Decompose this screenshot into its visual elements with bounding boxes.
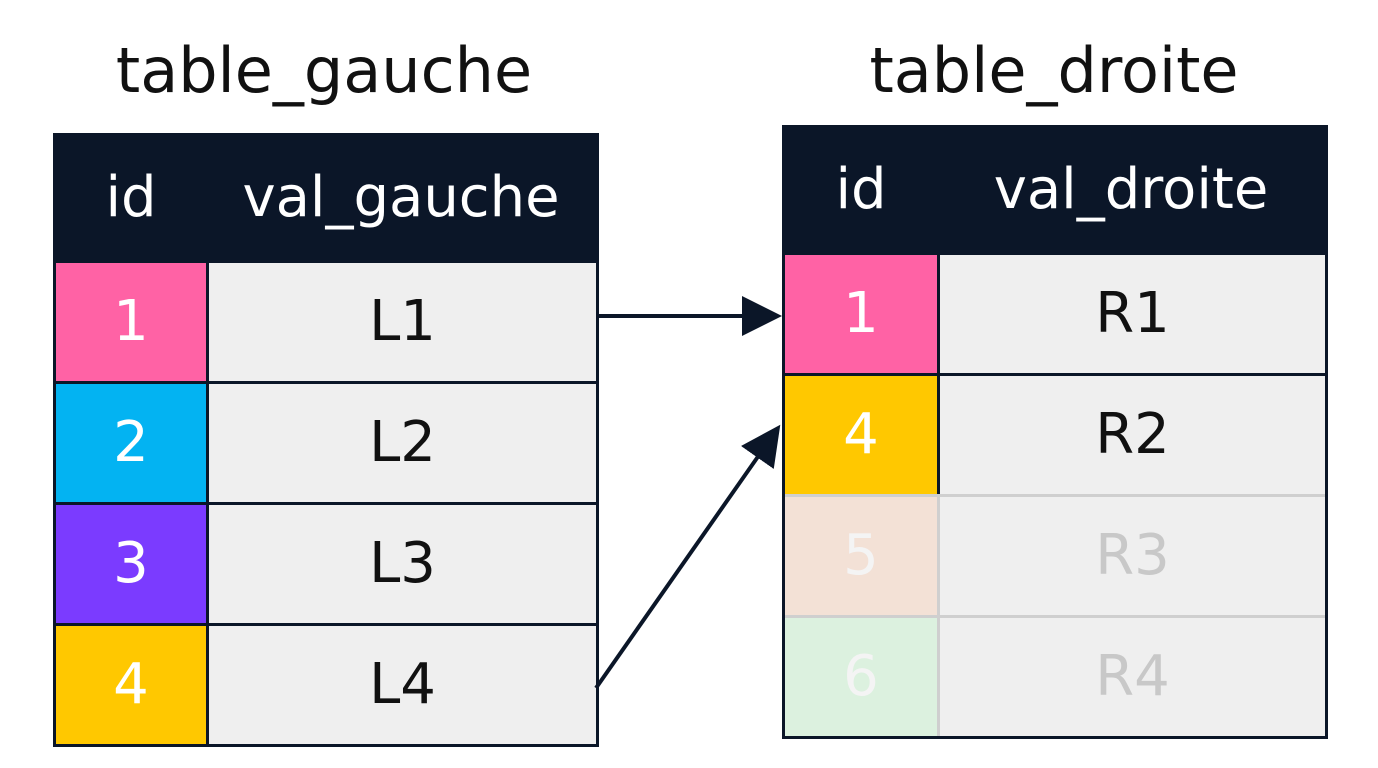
left-val-cell: L1 (206, 260, 596, 381)
table-row-faded: 5 R3 (785, 494, 1325, 615)
left-id-cell: 1 (56, 260, 206, 381)
table-row: 3 L3 (56, 502, 596, 623)
right-table-title: table_droite (869, 34, 1239, 107)
right-header-val: val_droite (937, 128, 1325, 252)
left-val-cell: L4 (206, 623, 596, 744)
left-header-id: id (56, 136, 206, 260)
left-id-cell: 2 (56, 381, 206, 502)
right-header-id: id (785, 128, 937, 252)
left-table-title: table_gauche (115, 34, 533, 107)
left-header-val: val_gauche (206, 136, 596, 260)
table-row-faded: 6 R4 (785, 615, 1325, 736)
right-val-cell: R1 (937, 252, 1325, 373)
right-id-cell: 4 (785, 373, 937, 494)
table-row: 2 L2 (56, 381, 596, 502)
right-val-cell: R4 (937, 615, 1325, 736)
right-id-cell: 5 (785, 494, 937, 615)
table-row: 4 L4 (56, 623, 596, 744)
arrow-l4-to-r2 (594, 424, 781, 690)
left-val-cell: L2 (206, 381, 596, 502)
left-val-cell: L3 (206, 502, 596, 623)
right-id-cell: 6 (785, 615, 937, 736)
left-table-header-row: id val_gauche (56, 136, 596, 260)
right-table-header-row: id val_droite (785, 128, 1325, 252)
table-row: 1 R1 (785, 252, 1325, 373)
left-id-cell: 4 (56, 623, 206, 744)
table-row: 1 L1 (56, 260, 596, 381)
table-row: 4 R2 (785, 373, 1325, 494)
right-table: id val_droite 1 R1 4 R2 5 R3 6 R4 (782, 125, 1328, 739)
right-val-cell: R2 (937, 373, 1325, 494)
right-id-cell: 1 (785, 252, 937, 373)
left-id-cell: 3 (56, 502, 206, 623)
right-val-cell: R3 (937, 494, 1325, 615)
left-table: id val_gauche 1 L1 2 L2 3 L3 4 L4 (53, 133, 599, 747)
